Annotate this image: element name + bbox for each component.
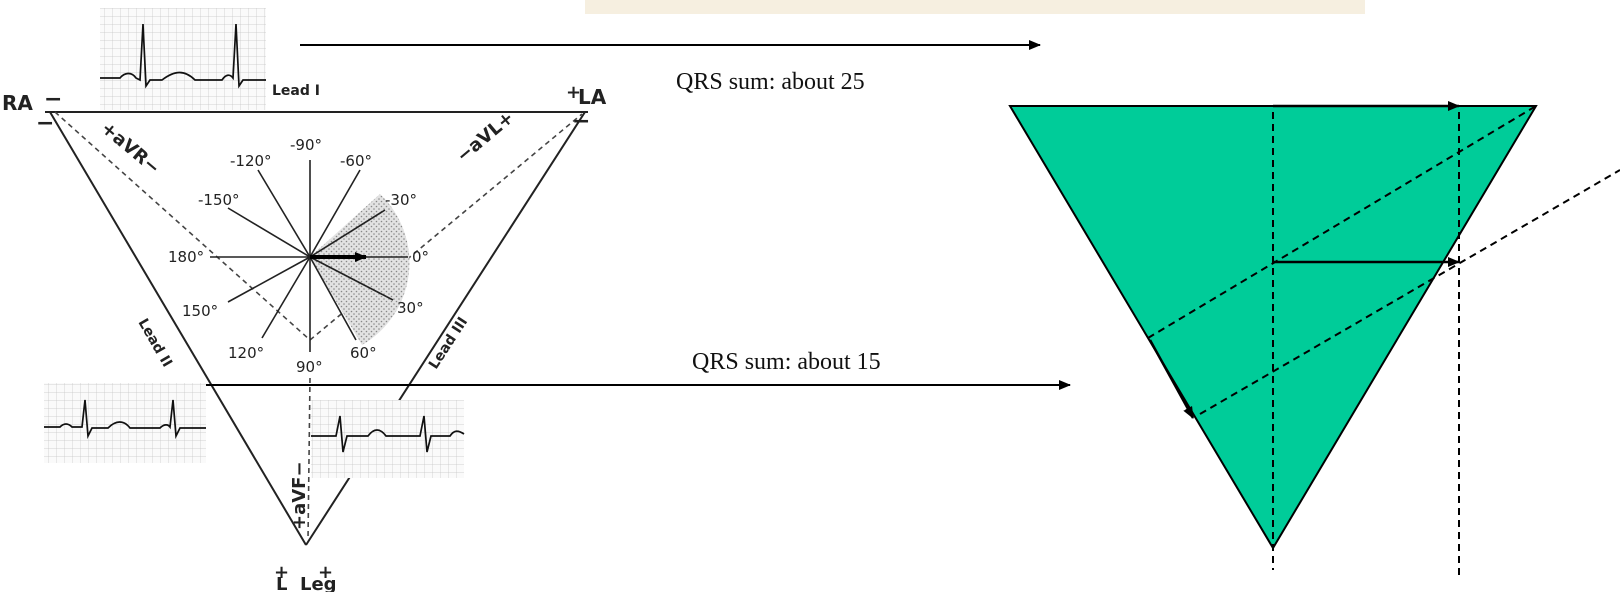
ra-minus: −: [44, 87, 62, 112]
angle-m120: -120°: [230, 152, 272, 170]
electrode-la: LA: [578, 85, 607, 109]
angle-30: 30°: [397, 299, 424, 317]
l-plus: +: [274, 562, 289, 583]
angle-120: 120°: [228, 344, 264, 362]
ra-minus-2: −: [36, 111, 54, 136]
lead-i-label: Lead I: [272, 83, 320, 99]
electrode-ra: RA: [2, 91, 33, 115]
avl-label: −aVL+: [453, 107, 518, 167]
top-banner: [585, 0, 1365, 14]
avf-label: +aVF−: [289, 461, 310, 530]
avr-label: +aVR−: [97, 118, 164, 179]
avr-axis: [54, 111, 311, 341]
ecg-strip-lead-f: [311, 400, 465, 478]
angle-60: 60°: [350, 344, 377, 362]
qrs-top-text: QRS sum: about 25: [676, 69, 865, 95]
vector-triangle: [1008, 101, 1620, 580]
hexaxial-reference: [210, 160, 410, 352]
avf-axis: [307, 377, 311, 541]
ecg-strip-lead-i: [100, 8, 266, 110]
angle-0: 0°: [412, 248, 429, 266]
la-plus: +: [566, 82, 581, 103]
angle-m30: -30°: [385, 191, 417, 209]
angle-m150: -150°: [198, 191, 240, 209]
qrs-bottom-text: QRS sum: about 15: [692, 349, 881, 375]
leg-plus: +: [318, 562, 333, 583]
lead-ii-label: Lead II: [135, 316, 175, 370]
angle-150: 150°: [182, 302, 218, 320]
ecg-strip-lead-ii: [44, 383, 206, 463]
angle-m90: -90°: [290, 136, 322, 154]
vector-lead-ii: [1148, 339, 1195, 419]
einthoven-triangle: [45, 111, 588, 546]
angle-90: 90°: [296, 358, 323, 376]
angle-180: 180°: [168, 248, 204, 266]
axis-sector: [310, 194, 410, 345]
electrode-leg: Leg: [300, 574, 337, 592]
angle-m60: -60°: [340, 152, 372, 170]
electrode-l: L: [276, 574, 287, 592]
la-minus: −: [572, 109, 590, 134]
